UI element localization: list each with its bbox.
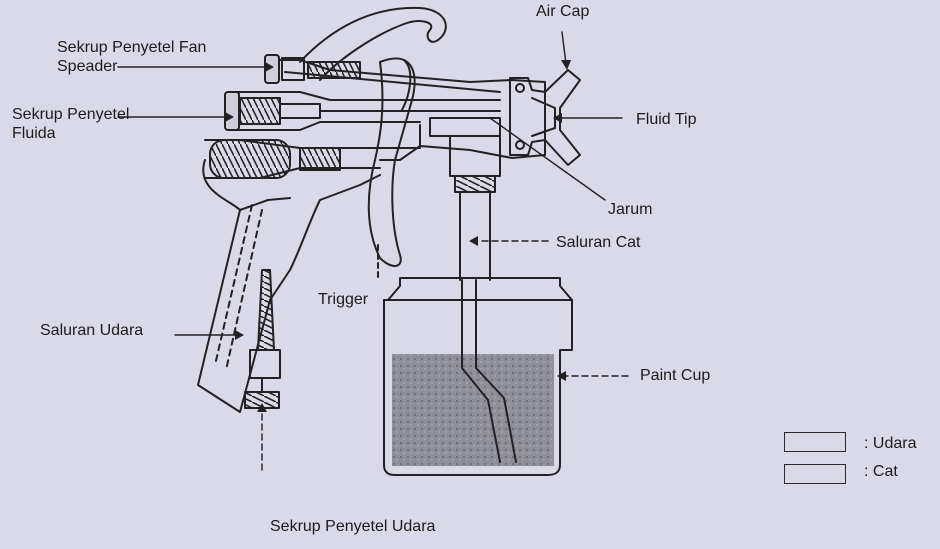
nozzle xyxy=(509,69,581,166)
leader-lines xyxy=(117,31,629,471)
paint-cup xyxy=(383,277,573,476)
legend-swatch-paint xyxy=(784,464,846,484)
label-air-line: Saluran Udara xyxy=(40,322,144,339)
cup-coupling xyxy=(449,135,501,177)
pickup-tube xyxy=(461,279,517,463)
gun-handle xyxy=(197,159,381,413)
label-fluid-screw: Sekrup Penyetel Fluida xyxy=(12,106,130,142)
gun-trigger xyxy=(367,57,416,267)
legend-label-paint: : Cat xyxy=(864,463,898,480)
legend-swatch-air xyxy=(784,432,846,452)
label-air-screw: Sekrup Penyetel Udara xyxy=(270,518,436,535)
paint-level xyxy=(392,354,554,466)
label-paint-line: Saluran Cat xyxy=(556,234,641,251)
label-needle: Jarum xyxy=(608,201,653,218)
legend-label-air: : Udara xyxy=(864,435,917,452)
hanger-hook xyxy=(299,6,447,81)
fluid-screw-knob xyxy=(224,91,240,131)
label-fan-spreader-screw: Sekrup Penyetel Fan Speader xyxy=(57,39,207,75)
label-paint-cup: Paint Cup xyxy=(640,367,711,384)
label-fluid-tip: Fluid Tip xyxy=(636,111,697,128)
label-trigger: Trigger xyxy=(318,291,369,308)
label-air-cap: Air Cap xyxy=(536,3,590,20)
